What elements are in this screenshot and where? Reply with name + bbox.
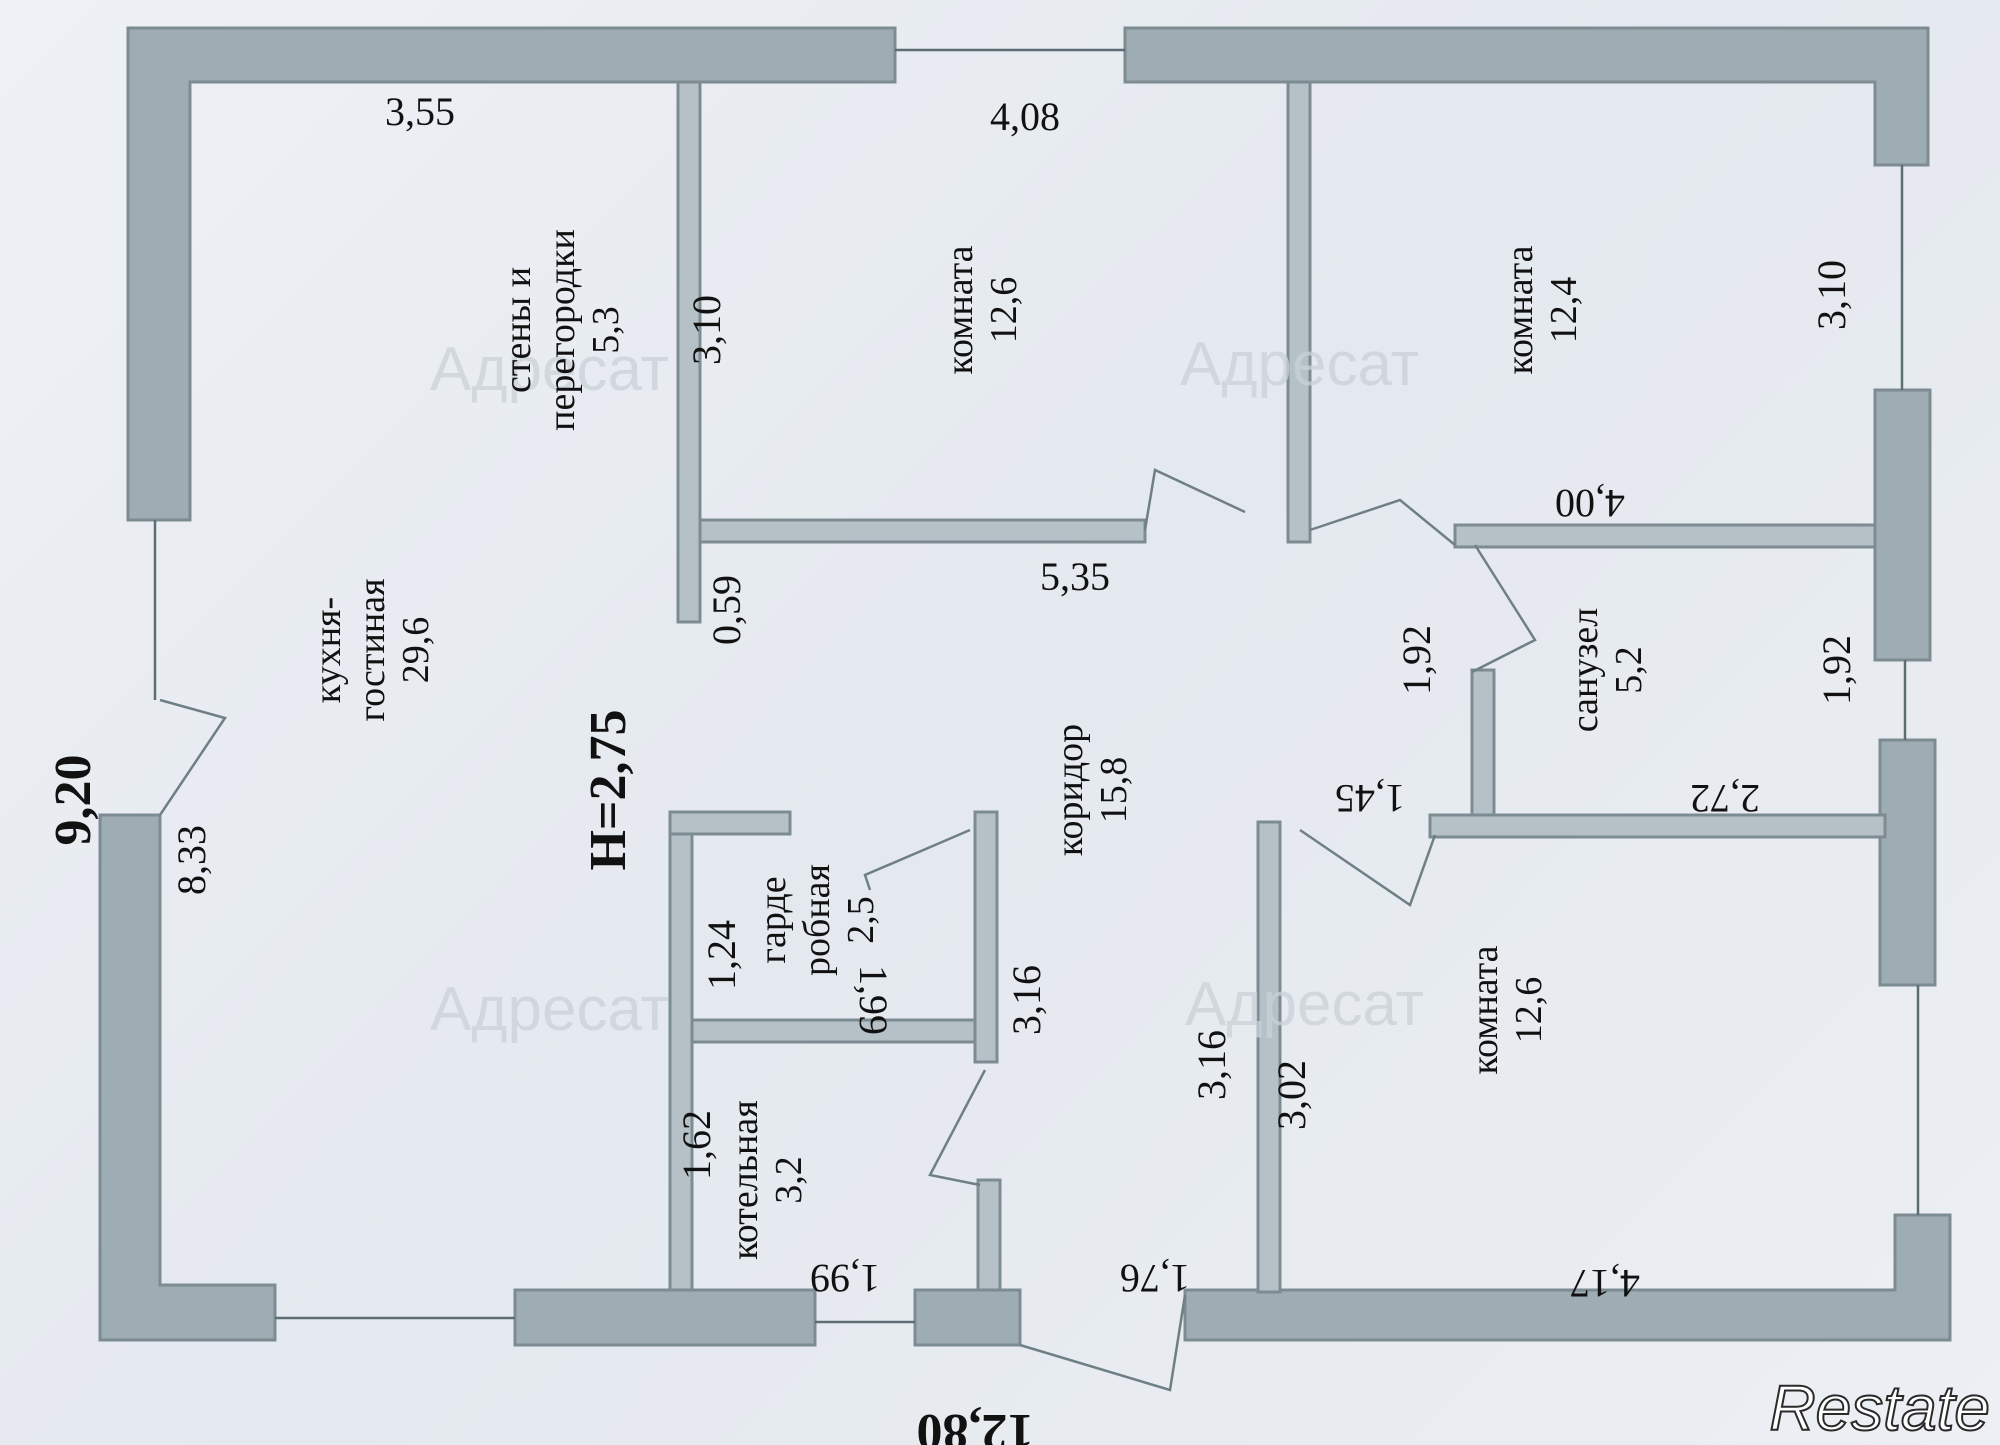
door-room2 <box>1309 498 1456 546</box>
wall-top-left <box>126 26 897 522</box>
dimension-label: 3,16 <box>1004 965 1049 1035</box>
wall-bottom-mid-1 <box>513 1288 817 1347</box>
dimension-label: 2,72 <box>1690 776 1760 821</box>
room-name: котельная <box>724 1100 766 1259</box>
room-area: 2,5 <box>840 896 882 944</box>
dimension-label: 1,45 <box>1335 776 1405 821</box>
dimension-label: 3,55 <box>385 89 455 134</box>
wall-right-2 <box>1878 738 1937 987</box>
room-name: гостиная <box>351 578 393 721</box>
wall-right-1 <box>1873 388 1932 662</box>
overall-depth-label: 9,20 <box>45 755 102 846</box>
partition-closet-left <box>668 810 694 1292</box>
wall-bottom-mid-2 <box>913 1288 1022 1347</box>
partition-room2-bottom <box>1453 523 1877 549</box>
door-closet <box>863 828 971 891</box>
door-room1 <box>1143 468 1246 531</box>
room-name: комната <box>1464 945 1506 1074</box>
partition-kitchen-room1 <box>676 80 702 624</box>
room-name: перегородки <box>541 229 583 431</box>
dimension-label: 1,92 <box>1814 635 1859 705</box>
ceiling-height-label: H=2,75 <box>580 709 637 870</box>
partition-room1-room2 <box>1286 80 1312 544</box>
room-name: комната <box>939 245 981 374</box>
room-area: 5,3 <box>585 306 627 354</box>
dimension-label: 0,59 <box>704 575 749 645</box>
dimension-label: 4,00 <box>1555 481 1625 526</box>
outer-walls <box>98 26 1952 1347</box>
room-name: санузел <box>1564 608 1606 732</box>
room-name: коридор <box>1049 724 1091 856</box>
room-name: гарде <box>752 876 794 963</box>
room-area: 15,8 <box>1093 757 1135 824</box>
dimension-label: 5,35 <box>1040 554 1110 599</box>
partition-bath-left <box>1470 668 1496 822</box>
partition-room1-bottom <box>698 518 1147 544</box>
dimension-label: 4,17 <box>1570 1261 1640 1306</box>
partition-closet-top <box>668 810 792 836</box>
dimension-label: 1,92 <box>1394 625 1439 695</box>
window-lines <box>153 48 1920 1324</box>
dimension-label: 1,62 <box>674 1110 719 1180</box>
brand-logo: Restate <box>1769 1372 1990 1444</box>
dimension-label: 8,33 <box>169 825 214 895</box>
room-name: стены и <box>497 267 539 393</box>
dimension-label: 1,24 <box>699 920 744 990</box>
door-boiler <box>928 1069 987 1187</box>
partition-bath-bottom <box>1428 813 1887 839</box>
dimension-label: 3,10 <box>1809 260 1854 330</box>
watermark: Адресат <box>430 975 669 1044</box>
room-name: робная <box>796 864 838 976</box>
wall-top-right <box>1123 26 1930 167</box>
door-entrance <box>1019 1294 1187 1392</box>
dimension-label: 3,02 <box>1269 1060 1314 1130</box>
partition-closet-mid <box>690 1018 977 1044</box>
door-bathroom <box>1471 544 1537 674</box>
overall-width-label: 12,80 <box>917 1403 1034 1445</box>
watermarks: Адресат Адресат Адресат Адресат <box>430 330 1424 1044</box>
room-area: 12,6 <box>983 277 1025 344</box>
wall-bottom-right <box>1183 1213 1952 1342</box>
partition-room3-left <box>1256 820 1282 1294</box>
dimension-label: 3,16 <box>1189 1030 1234 1100</box>
dimension-label: 4,08 <box>990 94 1060 139</box>
dimension-label: 1,99 <box>851 965 896 1035</box>
watermark: Адресат <box>430 335 669 404</box>
room-area: 12,6 <box>1508 977 1550 1044</box>
dimension-label: 1,76 <box>1120 1256 1190 1301</box>
room-area: 29,6 <box>395 617 437 684</box>
room-name: кухня- <box>307 597 349 703</box>
watermark: Адресат <box>1185 970 1424 1039</box>
door-kitchen <box>158 698 228 816</box>
partition-boiler-right <box>976 1178 1002 1292</box>
partition-closet-right <box>973 810 999 1064</box>
watermark: Адресат <box>1180 330 1419 399</box>
room-area: 3,2 <box>768 1156 810 1204</box>
dimension-label: 1,99 <box>810 1256 880 1301</box>
dimension-label: 3,10 <box>684 295 729 365</box>
room-area: 12,4 <box>1543 277 1585 344</box>
room-area: 5,2 <box>1608 646 1650 694</box>
room-name: комната <box>1499 245 1541 374</box>
doors <box>158 468 1537 1392</box>
dimension-labels: 3,55 4,08 3,10 3,10 0,59 5,35 4,00 1,92 1,92 8,33… <box>169 89 1859 1306</box>
door-room3 <box>1299 828 1437 907</box>
partitions <box>668 80 1887 1294</box>
